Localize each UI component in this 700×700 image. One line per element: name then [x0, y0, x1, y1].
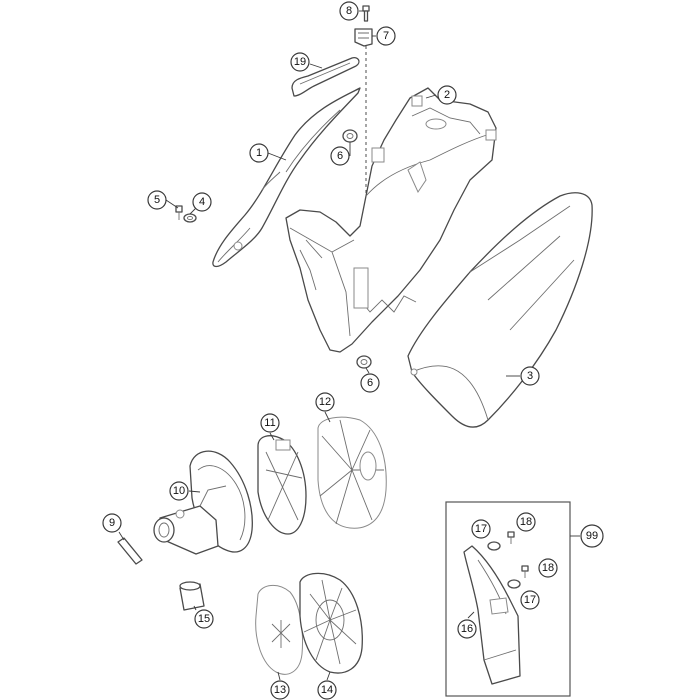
callout-17-upper: 17 — [471, 519, 491, 539]
callout-9: 9 — [102, 513, 122, 533]
callout-99-label: 99 — [586, 530, 598, 542]
part-19-hose — [291, 56, 360, 97]
part-3-side-panel — [407, 192, 593, 428]
callout-18-lower-label: 18 — [542, 562, 554, 574]
callout-12: 12 — [315, 392, 335, 412]
callout-2: 2 — [437, 85, 457, 105]
callout-5: 5 — [147, 190, 167, 210]
part-1-side-cover — [212, 87, 361, 268]
callout-11-label: 11 — [264, 417, 275, 429]
callout-18-upper: 18 — [516, 512, 536, 532]
callout-14: 14 — [317, 680, 337, 700]
callout-16: 16 — [457, 619, 477, 639]
callout-15: 15 — [194, 609, 214, 629]
part-15-sleeve — [179, 581, 205, 611]
callout-12-label: 12 — [319, 396, 331, 408]
callout-1: 1 — [249, 143, 269, 163]
callout-11: 11 — [260, 413, 280, 433]
callout-1-label: 1 — [256, 147, 262, 159]
callout-4: 4 — [192, 192, 212, 212]
part-7-clip — [354, 28, 373, 47]
part-9-clamp — [117, 537, 143, 565]
part-11-filter-frame — [257, 435, 307, 535]
callout-3: 3 — [520, 366, 540, 386]
callout-6-lower-label: 6 — [367, 377, 373, 389]
part-8-screw — [362, 5, 370, 22]
callout-8-label: 8 — [346, 5, 352, 17]
callout-10-label: 10 — [173, 485, 185, 497]
callout-6-upper: 6 — [330, 146, 350, 166]
part-16-duct — [463, 545, 521, 685]
callout-16-label: 16 — [461, 623, 473, 635]
callout-5-label: 5 — [154, 194, 160, 206]
callout-17-lower-label: 17 — [524, 594, 536, 606]
callout-9-label: 9 — [109, 517, 115, 529]
callout-14-label: 14 — [321, 684, 333, 696]
callout-7-label: 7 — [383, 30, 389, 42]
part-5-bolt — [175, 205, 183, 220]
part-6-grommet-upper — [342, 129, 358, 143]
callout-18-lower: 18 — [538, 558, 558, 578]
callout-2-label: 2 — [444, 89, 450, 101]
callout-13: 13 — [270, 680, 290, 700]
callout-10: 10 — [169, 481, 189, 501]
part-10-intake-housing — [153, 450, 253, 555]
callout-6-lower: 6 — [360, 373, 380, 393]
callout-99: 99 — [580, 524, 604, 548]
callout-18-upper-label: 18 — [520, 516, 532, 528]
callout-7: 7 — [376, 26, 396, 46]
callout-6-upper-label: 6 — [337, 150, 343, 162]
part-18-screw-upper — [507, 531, 515, 544]
callout-3-label: 3 — [527, 370, 533, 382]
part-17-washer-upper — [487, 541, 501, 551]
callout-13-label: 13 — [274, 684, 286, 696]
callout-17-lower: 17 — [520, 590, 540, 610]
callout-19-label: 19 — [294, 56, 306, 68]
kit-99-box — [445, 501, 571, 697]
part-13-filter-foam — [255, 585, 303, 675]
callout-4-label: 4 — [199, 196, 205, 208]
part-4-grommet — [183, 213, 197, 223]
callout-19: 19 — [290, 52, 310, 72]
callout-17-upper-label: 17 — [475, 523, 487, 535]
part-17-washer-lower — [507, 579, 521, 589]
part-12-filter-cage — [317, 416, 387, 529]
callout-8: 8 — [339, 1, 359, 21]
part-2-airbox — [285, 87, 497, 353]
part-6-grommet-lower — [356, 355, 372, 369]
callout-15-label: 15 — [198, 613, 210, 625]
part-18-screw-lower — [521, 565, 529, 578]
part-14-filter-element — [299, 572, 363, 674]
